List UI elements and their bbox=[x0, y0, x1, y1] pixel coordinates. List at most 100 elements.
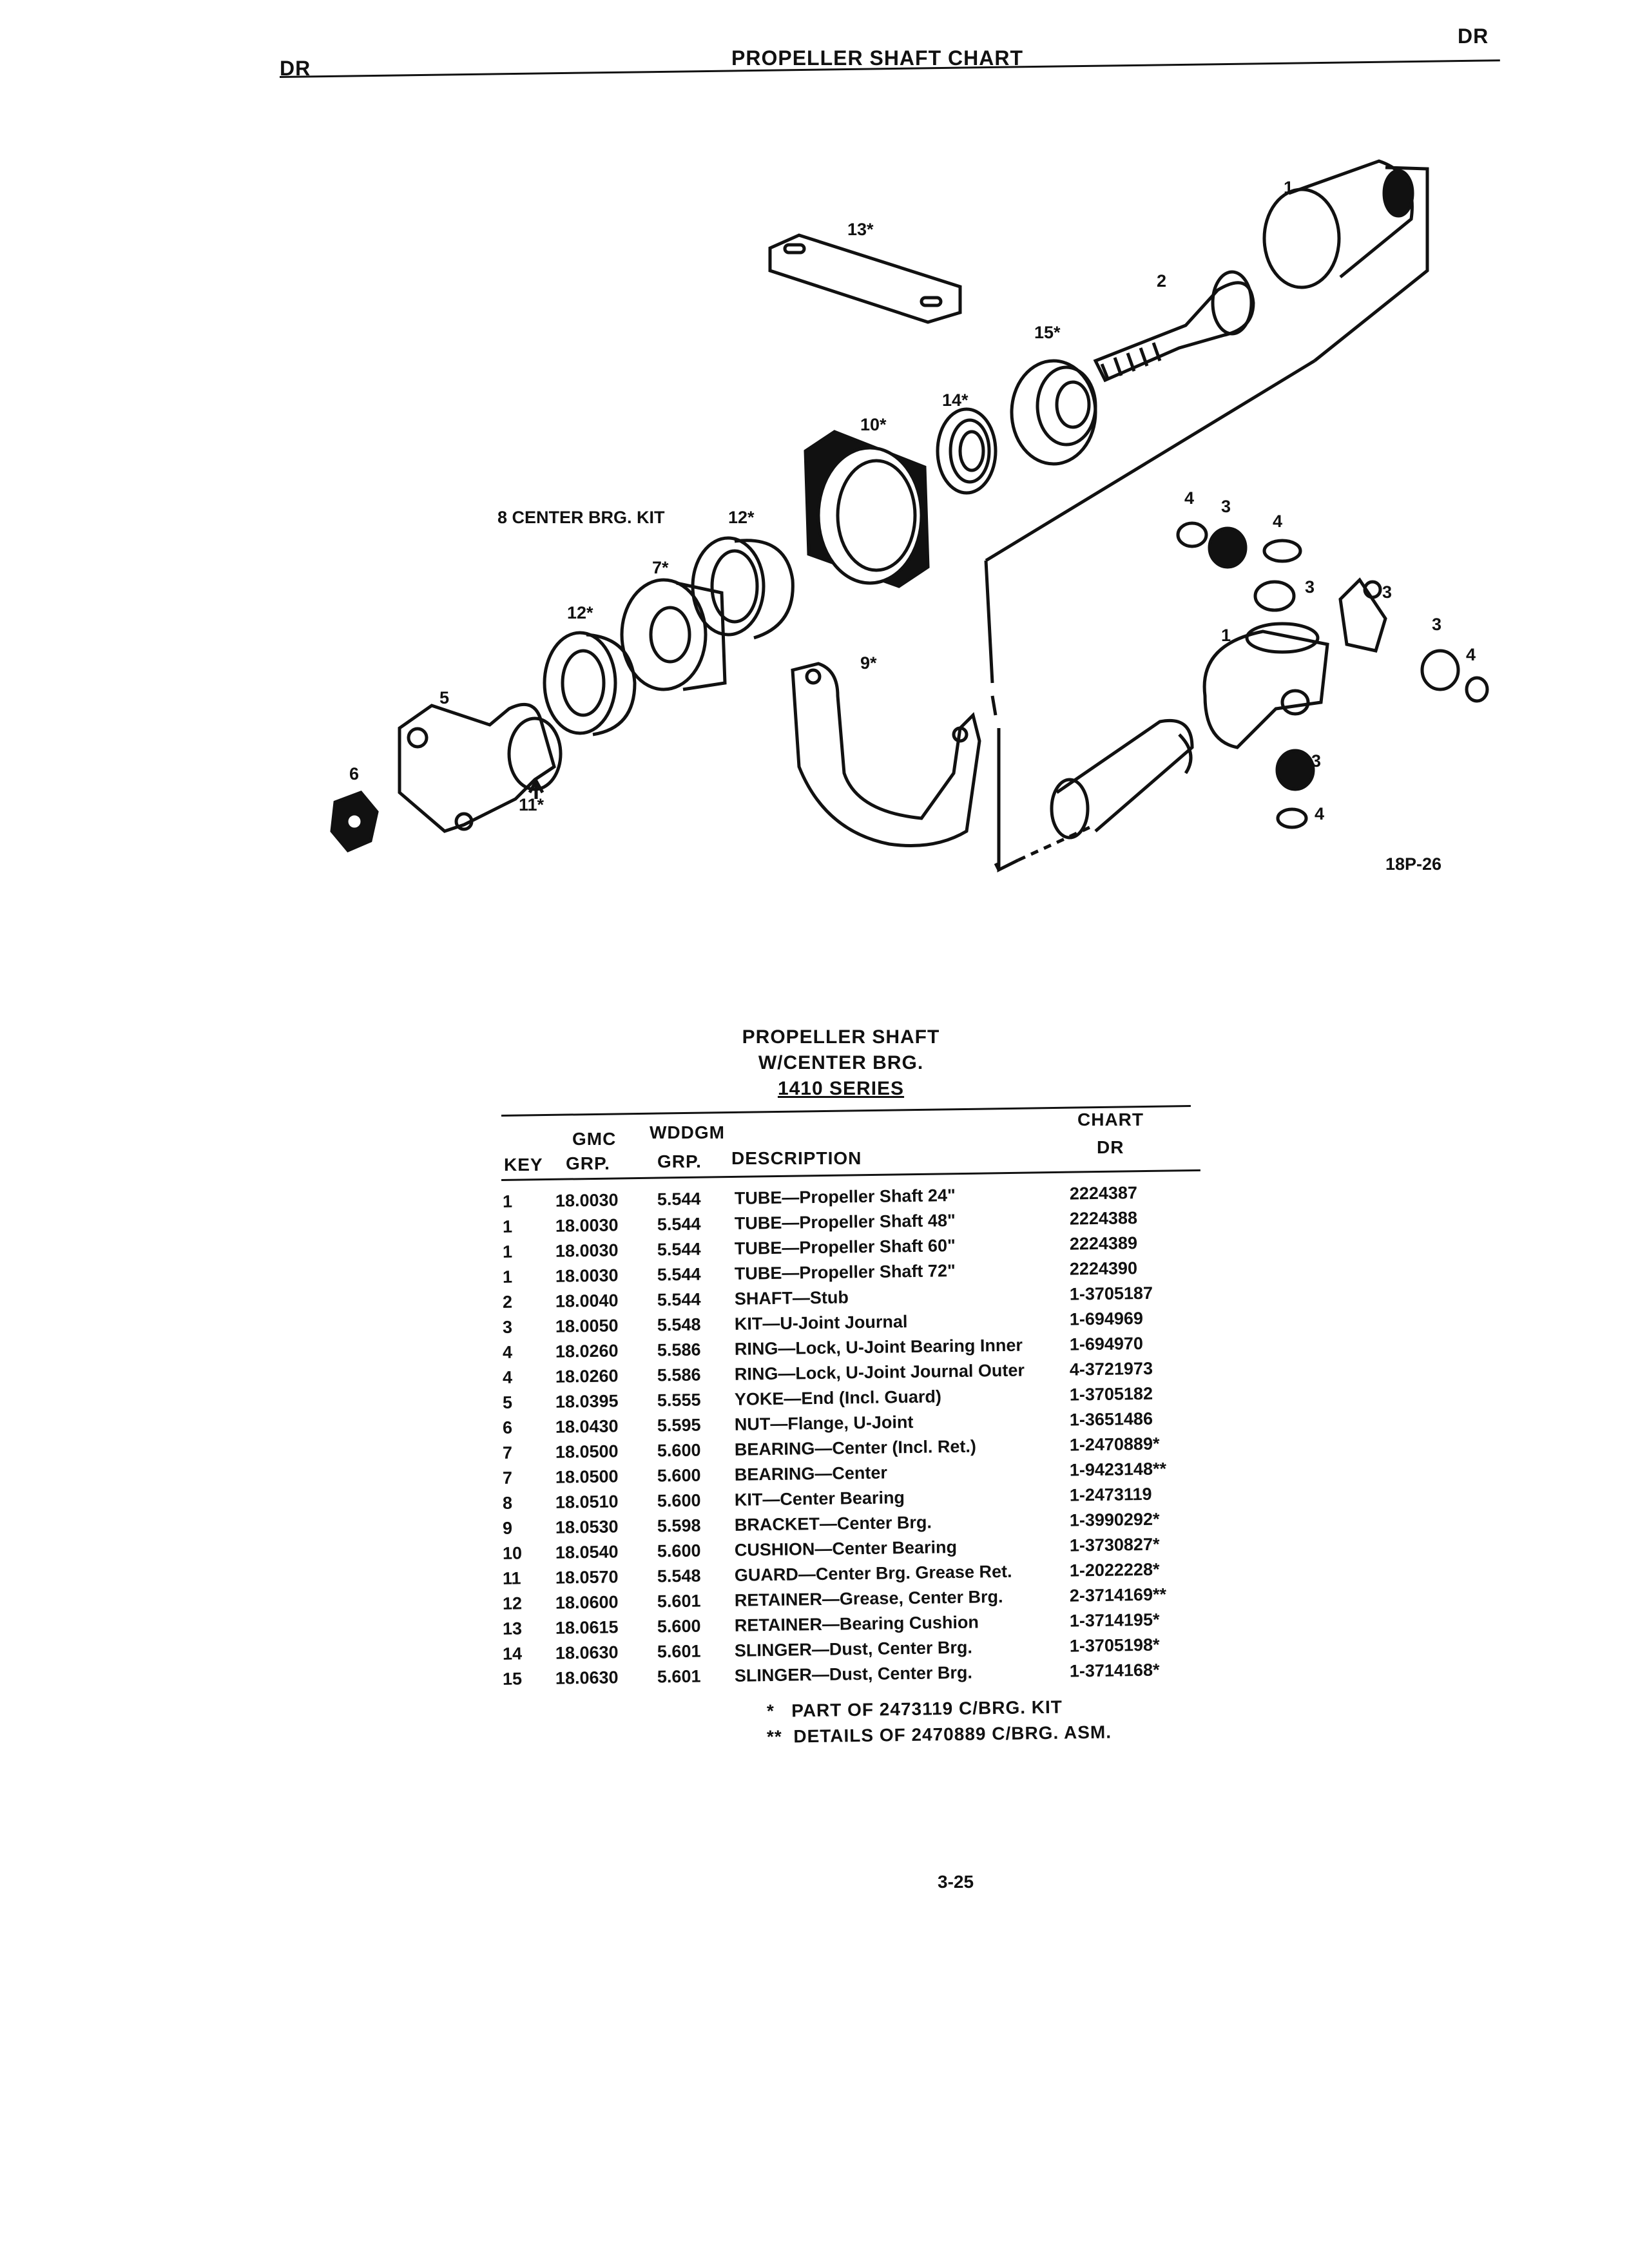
table-title-line-2: W/CENTER BRG. bbox=[758, 1052, 924, 1073]
bearing-retainer-illustration bbox=[768, 233, 962, 324]
cell-chart: 1-3730827* bbox=[1069, 1534, 1160, 1555]
header-wddgm-1: WDDGM bbox=[650, 1122, 725, 1142]
cell-gmc: 18.0030 bbox=[555, 1265, 619, 1286]
cell-chart: 1-3651486 bbox=[1069, 1408, 1153, 1430]
cell-chart: 1-3714168* bbox=[1069, 1660, 1160, 1681]
cell-description: BRACKET—Center Brg. bbox=[734, 1512, 932, 1535]
cell-gmc: 18.0395 bbox=[555, 1391, 619, 1412]
cell-wddgm: 5.544 bbox=[657, 1189, 701, 1209]
cell-key: 11 bbox=[502, 1568, 521, 1588]
cell-key: 5 bbox=[502, 1392, 513, 1412]
callout-tube: 1 bbox=[1284, 178, 1293, 197]
cell-chart: 1-2470889* bbox=[1069, 1434, 1160, 1455]
cell-description: YOKE—End (Incl. Guard) bbox=[734, 1387, 942, 1409]
page-number: 3-25 bbox=[938, 1872, 974, 1892]
cell-gmc: 18.0050 bbox=[555, 1316, 619, 1336]
cell-key: 13 bbox=[502, 1619, 523, 1639]
cell-description: CUSHION—Center Bearing bbox=[734, 1537, 958, 1560]
guard-arrow-illustration bbox=[528, 777, 545, 799]
callout-slinger-14: 14* bbox=[942, 390, 969, 410]
cell-wddgm: 5.598 bbox=[657, 1515, 701, 1536]
header-wddgm-2: GRP. bbox=[657, 1151, 702, 1171]
callout-retainer-12-upper: 12* bbox=[728, 508, 755, 527]
cell-wddgm: 5.600 bbox=[657, 1490, 701, 1511]
propeller-tube-lower-illustration bbox=[1050, 718, 1194, 840]
flange-nut-illustration bbox=[330, 791, 379, 853]
cell-chart: 1-3705182 bbox=[1069, 1383, 1153, 1405]
cell-wddgm: 5.600 bbox=[657, 1616, 701, 1637]
cell-key: 6 bbox=[502, 1418, 513, 1437]
footnote-kit: * PART OF 2473119 C/BRG. KIT bbox=[766, 1696, 1063, 1721]
callout-bracket: 9* bbox=[860, 653, 877, 673]
cell-wddgm: 5.600 bbox=[657, 1440, 701, 1461]
cell-key: 8 bbox=[502, 1493, 513, 1513]
cell-description: TUBE—Propeller Shaft 60" bbox=[734, 1236, 956, 1258]
callout-ring-4a: 4 bbox=[1184, 488, 1194, 508]
cell-description: KIT—Center Bearing bbox=[734, 1488, 905, 1510]
cell-gmc: 18.0040 bbox=[555, 1291, 619, 1311]
cell-key: 1 bbox=[502, 1216, 513, 1236]
callout-retainer-12-lower: 12* bbox=[567, 603, 593, 622]
cell-wddgm: 5.586 bbox=[657, 1365, 701, 1385]
cell-key: 2 bbox=[502, 1292, 513, 1312]
cell-key: 15 bbox=[502, 1669, 523, 1689]
cell-key: 1 bbox=[502, 1267, 513, 1287]
callout-ring-4c: 4 bbox=[1466, 645, 1476, 664]
cell-description: SHAFT—Stub bbox=[734, 1287, 849, 1309]
cell-description: RING—Lock, U-Joint Bearing Inner bbox=[734, 1335, 1023, 1359]
cell-description: TUBE—Propeller Shaft 72" bbox=[734, 1261, 956, 1283]
cell-key: 7 bbox=[502, 1443, 513, 1463]
callout-guard: 11* bbox=[519, 795, 545, 814]
header-chart-1: CHART bbox=[1077, 1110, 1144, 1129]
cell-wddgm: 5.586 bbox=[657, 1340, 701, 1360]
cell-chart: 1-3990292* bbox=[1069, 1509, 1160, 1530]
propeller-tube-upper-illustration bbox=[1262, 159, 1429, 362]
cell-gmc: 18.0530 bbox=[555, 1517, 619, 1537]
callout-cushion: 10* bbox=[860, 415, 887, 434]
dust-slinger-14-illustration bbox=[936, 407, 998, 495]
cell-key: 4 bbox=[502, 1342, 513, 1362]
cell-gmc: 18.0260 bbox=[555, 1341, 619, 1361]
cell-gmc: 18.0540 bbox=[555, 1542, 619, 1562]
callout-nut: 6 bbox=[349, 764, 359, 783]
cell-wddgm: 5.544 bbox=[657, 1214, 701, 1235]
cell-description: GUARD—Center Brg. Grease Ret. bbox=[734, 1561, 1012, 1585]
callout-stub-shaft: 2 bbox=[1157, 271, 1166, 291]
cell-chart: 1-2473119 bbox=[1069, 1484, 1152, 1505]
cell-gmc: 18.0630 bbox=[555, 1642, 619, 1663]
header-gmc-2: GRP. bbox=[566, 1153, 610, 1173]
table-title-line-1: PROPELLER SHAFT bbox=[742, 1026, 940, 1048]
cell-gmc: 18.0500 bbox=[555, 1441, 619, 1462]
callout-bearing-retainer: 13* bbox=[847, 220, 874, 239]
table-title: PROPELLER SHAFT W/CENTER BRG. 1410 SERIE… bbox=[673, 1024, 1008, 1102]
cell-wddgm: 5.555 bbox=[657, 1390, 701, 1410]
callout-journal-3d: 3 bbox=[1432, 615, 1441, 634]
cell-wddgm: 5.600 bbox=[657, 1541, 701, 1561]
cell-key: 1 bbox=[502, 1242, 513, 1262]
cell-description: KIT—U-Joint Journal bbox=[734, 1312, 908, 1334]
footnote-details: ** DETAILS OF 2470889 C/BRG. ASM. bbox=[766, 1722, 1112, 1747]
cell-key: 1 bbox=[502, 1191, 513, 1211]
cell-chart: 2224388 bbox=[1069, 1208, 1138, 1229]
stub-shaft-illustration bbox=[1093, 270, 1255, 383]
cell-wddgm: 5.548 bbox=[657, 1566, 701, 1586]
u-joint-parts-illustration bbox=[1176, 521, 1489, 829]
cell-chart: 2224389 bbox=[1069, 1233, 1138, 1254]
cell-chart: 4-3721973 bbox=[1069, 1358, 1153, 1379]
center-bearing-illustration bbox=[620, 578, 727, 691]
header-gmc-1: GMC bbox=[572, 1129, 617, 1149]
cell-chart: 2224387 bbox=[1069, 1183, 1138, 1204]
cell-gmc: 18.0570 bbox=[555, 1567, 619, 1588]
grease-retainer-upper-illustration bbox=[691, 536, 795, 640]
cell-wddgm: 5.601 bbox=[657, 1666, 701, 1687]
figure-id: 18P-26 bbox=[1385, 854, 1441, 874]
header-description: DESCRIPTION bbox=[731, 1148, 862, 1168]
callout-slinger-15: 15* bbox=[1034, 323, 1061, 342]
cell-wddgm: 5.544 bbox=[657, 1289, 701, 1310]
cell-wddgm: 5.601 bbox=[657, 1641, 701, 1662]
cell-key: 12 bbox=[502, 1593, 523, 1613]
callout-journal-3a: 3 bbox=[1221, 497, 1231, 516]
callout-journal-3e: 3 bbox=[1311, 751, 1321, 771]
assembly-boundary-line bbox=[984, 359, 1316, 873]
cell-chart: 1-3705198* bbox=[1069, 1635, 1160, 1656]
